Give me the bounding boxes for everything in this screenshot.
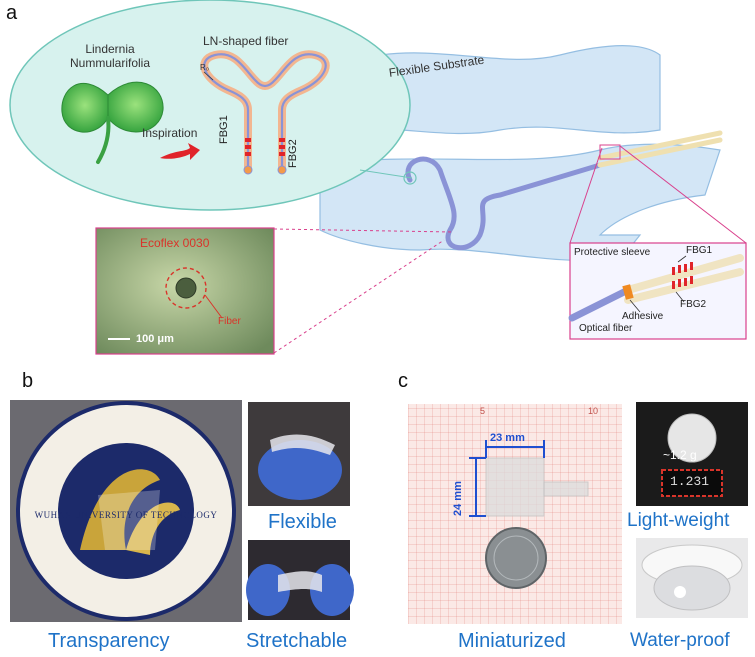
panel-a-illustration [9,0,747,355]
dim-height-label: 24 mm [452,481,464,516]
caption-flexible: Flexible [268,511,337,533]
detail-optical-label: Optical fiber [579,323,633,334]
leaf-left [61,82,109,133]
caption-transparency: Transparency [48,630,170,652]
caption-miniaturized: Miniaturized [458,630,566,652]
panel-b-photos [10,400,354,622]
protective-sleeve-embedded [597,137,723,168]
leaf-right [107,81,164,133]
fbg2-vertical-label: FBG2 [287,139,299,168]
weight-label: ~1.2 g [663,448,697,462]
plant-name-line1: Lindernia [85,42,135,56]
ln-fiber-embedded [405,156,603,251]
plant-name: Lindernia Nummularifolia [60,42,160,70]
panel-letter-b: b [22,370,34,392]
micro-material-label: Ecoflex 0030 [140,236,210,250]
detail-sleeve-label: Protective sleeve [574,247,651,258]
logo-text: WUHAN UNIVERSITY OF TECHNOLOGY [34,510,218,520]
panel-letter-c: c [398,370,408,392]
micro-scale-label: 100 μm [136,333,174,345]
detail-fbg1-label: FBG1 [686,245,713,256]
dim-width-label: 23 mm [490,432,525,444]
caption-stretchable: Stretchable [246,630,348,652]
fbg1-markers [245,138,251,156]
scale-readout: 1.231 [670,474,710,489]
radius-label: R₀ [200,63,210,72]
panel-letter-a: a [6,2,18,24]
caption-lightweight: Light-weight [627,510,730,531]
sensor-patch [485,457,545,517]
detail-fbg2-label: FBG2 [680,299,707,310]
fbg1-vertical-label: FBG1 [218,115,230,144]
plant-name-line2: Nummularifolia [69,56,151,70]
inspiration-arrow [160,143,200,160]
flexible-substrate-upper [354,44,661,135]
inspiration-label: Inspiration [142,126,198,140]
coin [485,527,547,589]
leaf-stem [96,116,111,164]
caption-waterproof: Water-proof [630,630,730,651]
panel-c-photos [408,402,748,624]
detail-adhesive-label: Adhesive [622,311,664,322]
grid-tick-5: 5 [480,406,486,416]
scale-display [661,469,723,497]
micro-fiber-label: Fiber [218,316,241,327]
fbg2-markers [279,138,285,156]
grid-tick-10: 10 [588,406,599,416]
fiber-title: LN-shaped fiber [203,34,289,48]
